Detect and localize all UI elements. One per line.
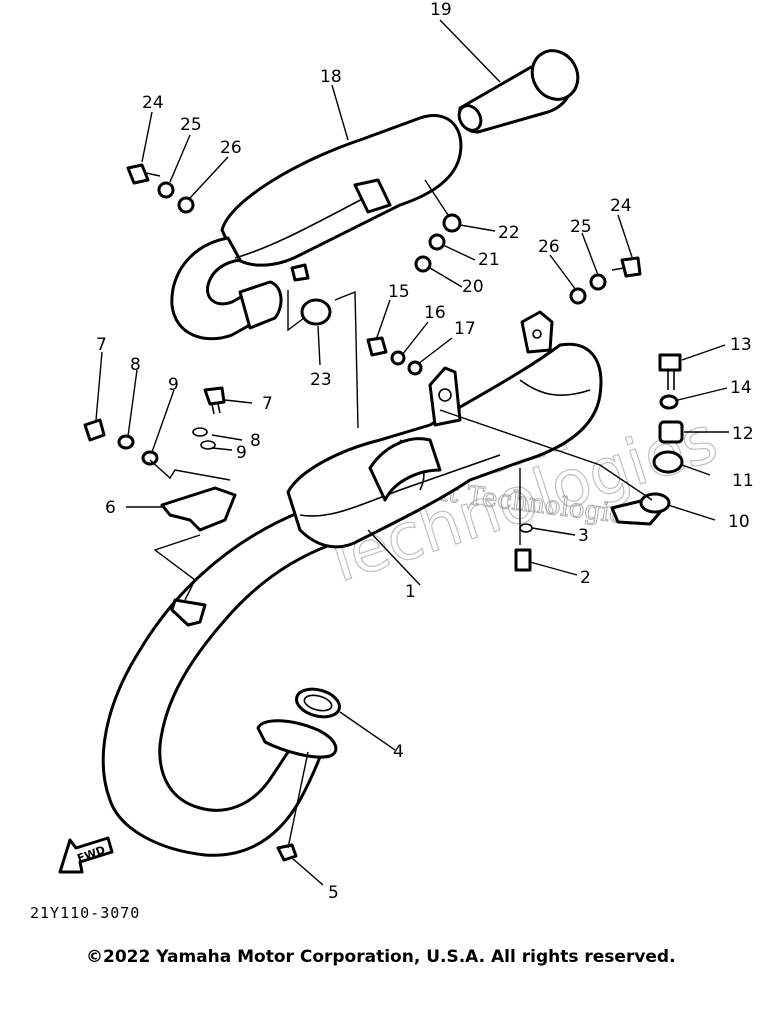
- callout-11: 11: [732, 471, 754, 491]
- callout-25b: 25: [570, 217, 592, 237]
- small-parts: [83, 163, 684, 862]
- callout-20: 20: [462, 277, 484, 297]
- callout-2: 2: [580, 568, 591, 588]
- callout-24b: 24: [610, 196, 632, 216]
- callout-7a: 7: [96, 335, 107, 355]
- callout-15: 15: [388, 282, 410, 302]
- callout-labels: 19 18 24 25 26 22 21 20 24 25 26 15 16 1…: [96, 0, 754, 903]
- callout-12: 12: [732, 424, 754, 444]
- copyright-notice: ©2022 Yamaha Motor Corporation, U.S.A. A…: [86, 947, 676, 967]
- callout-9b: 9: [236, 443, 247, 463]
- callout-1: 1: [405, 582, 416, 602]
- callout-17: 17: [454, 319, 476, 339]
- diagram-code: 21Y110-3070: [30, 904, 140, 922]
- callout-19: 19: [430, 0, 452, 20]
- fwd-arrow: FWD: [58, 836, 114, 874]
- callout-8a: 8: [130, 355, 141, 375]
- callout-3: 3: [578, 526, 589, 546]
- exhaust-pipe: [101, 310, 664, 857]
- callout-26b: 26: [538, 237, 560, 257]
- callout-21: 21: [478, 250, 500, 270]
- callout-4: 4: [393, 742, 404, 762]
- callout-24a: 24: [142, 93, 164, 113]
- callout-7b: 7: [262, 394, 273, 414]
- callout-5: 5: [328, 883, 339, 903]
- callout-6: 6: [105, 498, 116, 518]
- callout-22: 22: [498, 223, 520, 243]
- callout-25a: 25: [180, 115, 202, 135]
- callout-18: 18: [320, 67, 342, 87]
- callout-9a: 9: [168, 375, 179, 395]
- callout-14: 14: [730, 378, 752, 398]
- callout-13: 13: [730, 335, 752, 355]
- callout-16: 16: [424, 303, 446, 323]
- callout-8b: 8: [250, 431, 261, 451]
- silencer-chamber: [170, 114, 463, 341]
- leader-lines: [95, 19, 729, 886]
- tail-pipe: [457, 49, 580, 134]
- callout-23: 23: [310, 370, 332, 390]
- callout-26a: 26: [220, 138, 242, 158]
- callout-10: 10: [728, 512, 750, 532]
